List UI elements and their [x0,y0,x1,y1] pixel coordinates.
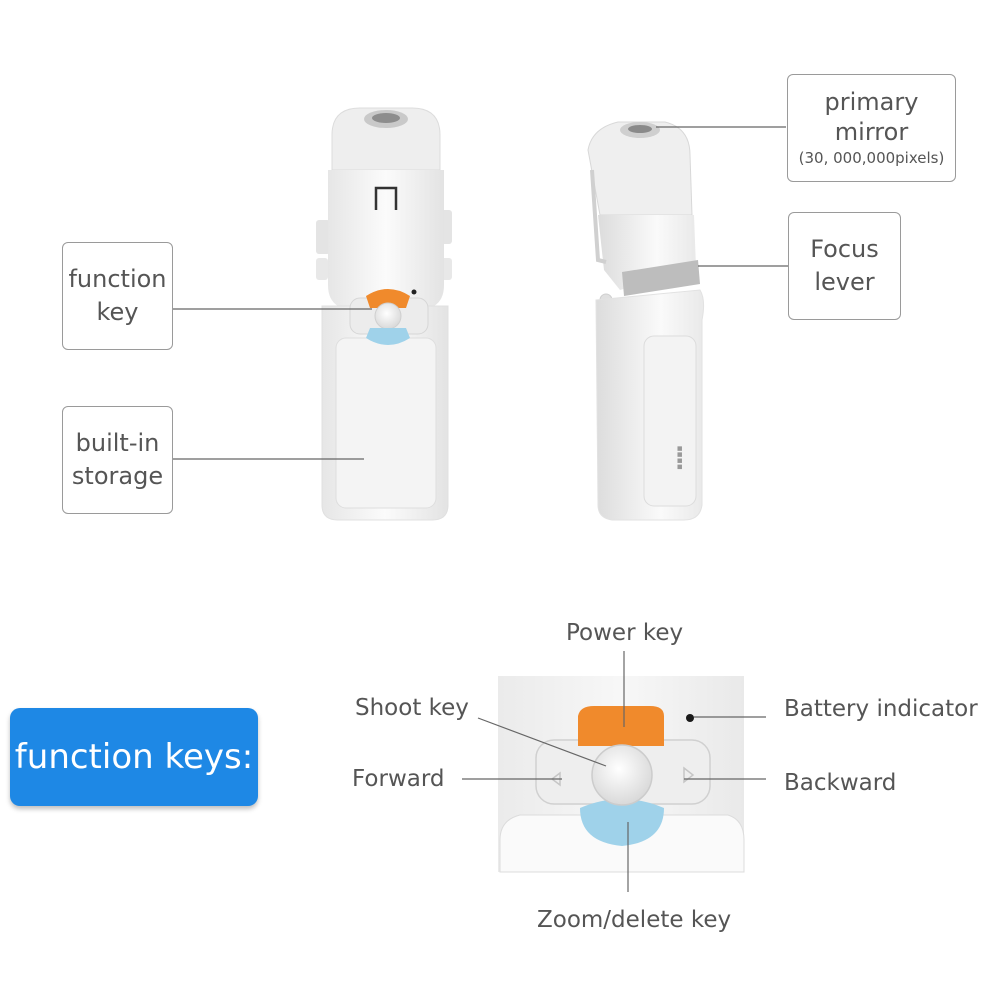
mini-battery-led [411,289,417,295]
storage-panel [335,337,437,509]
label-zoom-delete-key: Zoom/delete key [537,907,732,933]
closeup-power-key [578,706,664,746]
lens-inner [372,113,400,123]
leader-shoot-key [477,717,607,767]
mini-shoot-key [374,302,402,330]
callout-mirror-line2: mirror [834,118,909,146]
callout-primary-mirror: primary mirror (30, 000,000pixels) [787,74,956,182]
function-keys-badge-text: function keys: [14,737,254,777]
callout-built-in-storage: built-in storage [62,406,173,514]
side-head [587,121,693,216]
function-keys-badge: function keys: [10,708,258,806]
lever-rod [590,169,607,264]
mini-power-key [366,289,410,308]
leader-lines [172,126,788,892]
side-clip-left [316,220,330,254]
label-power-key: Power key [566,620,684,646]
closeup-battery-led [686,714,694,722]
mini-zoom-key [366,328,410,345]
camera-head [331,107,441,171]
label-backward: Backward [784,770,897,796]
callout-focus-line2: lever [814,268,875,296]
callout-function-key: function key [62,242,173,350]
callout-function-key-line2: key [96,298,139,326]
closeup-zoom-key [580,799,664,846]
focus-lever-slot [622,260,700,296]
keypad-closeup [498,676,745,873]
upper-body [328,170,444,306]
label-forward: Forward [352,766,445,792]
side-brand-mark: ▪▪▪▪ [675,446,685,470]
callout-mirror-line1: primary [824,88,919,116]
callout-storage-line1: built-in [75,429,160,457]
label-shoot-key: Shoot key [355,695,469,721]
side-panel [643,335,697,507]
callout-mirror-pixels: (30, 000,000pixels) [798,149,945,167]
side-lens-inner [628,125,652,133]
callout-storage-line2: storage [71,462,164,490]
callout-focus-lever: Focus lever [788,212,901,320]
label-battery-indicator: Battery indicator [784,696,978,722]
device-front-view [316,107,452,521]
callout-function-key-line1: function [68,265,167,293]
side-clip-left-lower [316,258,328,280]
clip-mark [374,186,398,210]
callout-focus-line1: Focus [810,235,879,263]
closeup-shoot-key [591,744,653,806]
device-side-view: ▪▪▪▪ [587,121,705,521]
